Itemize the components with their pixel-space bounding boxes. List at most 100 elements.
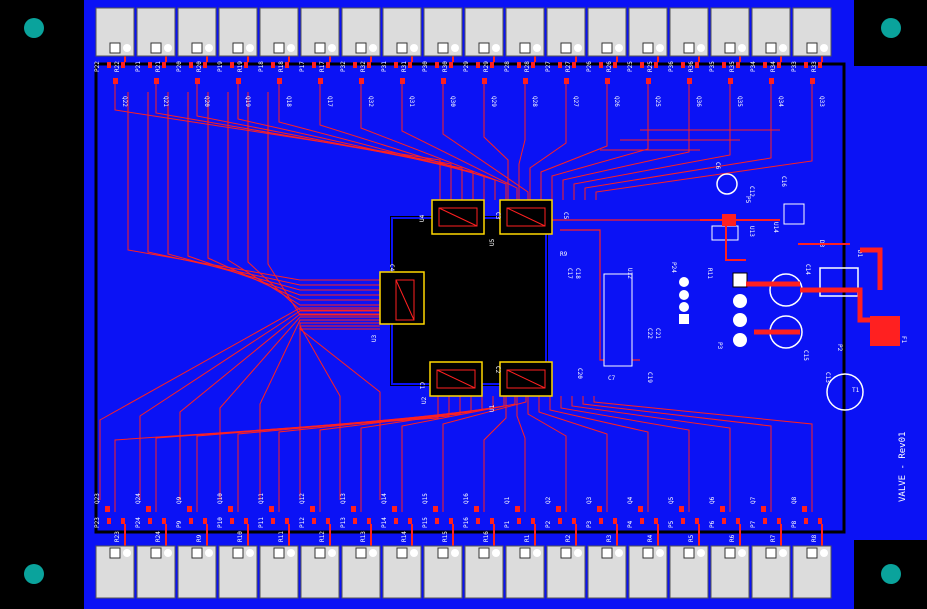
bottom-resistor-pad — [148, 518, 152, 524]
top-resistor-label: R21 — [155, 61, 162, 72]
ic-u14: U14 — [772, 203, 805, 233]
top-terminal-pad — [478, 42, 490, 54]
top-connector-label: P32 — [340, 61, 347, 72]
conn-p5: P5 — [744, 196, 751, 204]
top-resistor-pad — [148, 62, 152, 68]
top-resistor-pad — [285, 62, 289, 68]
top-resistor-pad — [476, 62, 480, 68]
conn-p24: P24 — [670, 262, 677, 273]
bottom-terminal-pad — [109, 547, 121, 559]
bottom-signal-trace — [401, 396, 516, 512]
top-connector-label: P36 — [668, 61, 675, 72]
bottom-resistor-pad — [326, 518, 330, 524]
power-trace-2 — [700, 219, 850, 261]
bottom-resistor-pad — [654, 518, 658, 524]
top-fet-label: Q26 — [613, 96, 620, 107]
top-signal-trace — [540, 84, 608, 200]
power-pad-4 — [733, 333, 747, 347]
ic-u2-label: U2 — [421, 396, 428, 404]
bottom-connector-label: P4 — [627, 520, 634, 528]
top-terminal-pad — [806, 42, 818, 54]
bottom-terminal-pin — [328, 549, 336, 557]
top-terminal-pad — [109, 42, 121, 54]
bottom-terminal-pad — [724, 547, 736, 559]
top-resistor-pad — [531, 62, 535, 68]
bottom-connector-label: P14 — [381, 517, 388, 528]
top-signal-trace — [237, 84, 474, 200]
ic-u5-label: U5 — [489, 238, 496, 246]
ic-u14-label: U14 — [772, 222, 779, 233]
top-connector-label: P19 — [217, 61, 224, 72]
bottom-connector-row: P23R23Q23P24R24Q24P9R9Q9P10R10Q10P11R11Q… — [94, 493, 832, 599]
bottom-fet-label: Q4 — [627, 496, 634, 504]
top-resistor-pad — [490, 62, 494, 68]
cap-c19: C19 — [646, 372, 653, 383]
top-signal-trace — [529, 84, 567, 200]
bottom-terminal-pad — [478, 547, 490, 559]
bottom-signal-trace — [483, 396, 507, 512]
top-fet-pad — [400, 78, 405, 84]
bottom-fet-label: Q5 — [668, 496, 675, 504]
top-terminal-pin — [697, 44, 705, 52]
bottom-signal-trace — [571, 396, 731, 512]
top-connector-label: P28 — [504, 61, 511, 72]
ic-u2: U2 — [421, 361, 483, 404]
bottom-resistor-pad — [271, 518, 275, 524]
bottom-resistor-pad — [572, 518, 576, 524]
bottom-terminal-pad — [355, 547, 367, 559]
bottom-terminal-pin — [820, 549, 828, 557]
top-fet-label: Q17 — [326, 96, 333, 107]
bottom-fet-pad — [146, 506, 151, 512]
bottom-connector-label: P16 — [463, 517, 470, 528]
top-signal-trace — [551, 84, 649, 200]
top-resistor-pad — [271, 62, 275, 68]
bottom-resistor-pad — [449, 518, 453, 524]
top-terminal-pin — [287, 44, 295, 52]
bottom-fet-pad — [474, 506, 479, 512]
u3-lower-trace — [219, 316, 380, 500]
bottom-fet-label: Q9 — [176, 496, 183, 504]
bottom-terminal-pin — [451, 549, 459, 557]
top-resistor-pad — [572, 62, 576, 68]
bottom-resistor-pad — [408, 518, 412, 524]
bottom-terminal-pin — [492, 549, 500, 557]
cap-c15: C15 — [802, 350, 809, 361]
cap-c5: C5 — [562, 212, 569, 220]
ic-u12: U12 — [603, 268, 633, 367]
bottom-connector-label: P8 — [791, 520, 798, 528]
bottom-fet-label: Q7 — [750, 496, 757, 504]
top-terminal-pin — [328, 44, 336, 52]
mount-hole-top-right — [881, 18, 901, 38]
bottom-terminal-pin — [615, 549, 623, 557]
top-signal-trace — [518, 84, 526, 200]
top-fet-label: Q28 — [531, 96, 538, 107]
bottom-fet-label: Q11 — [258, 493, 265, 504]
top-connector-label: P20 — [176, 61, 183, 72]
bottom-terminal-pad — [191, 547, 203, 559]
top-signal-trace — [319, 84, 496, 200]
top-fet-label: Q21 — [162, 96, 169, 107]
bottom-resistor-pad — [162, 518, 166, 524]
cap-c22: C22 — [646, 328, 653, 339]
bottom-terminal-pin — [533, 549, 541, 557]
res-r9: R9 — [560, 251, 568, 258]
bottom-connector-label: P1 — [504, 520, 511, 528]
bottom-resistor-pad — [312, 518, 316, 524]
bottom-resistor-pad — [394, 518, 398, 524]
bottom-resistor-label: R4 — [647, 534, 654, 542]
bottom-terminal-pad — [683, 547, 695, 559]
top-terminal-pin — [164, 44, 172, 52]
diode-d3-body — [819, 267, 859, 297]
bottom-terminal-pad — [232, 547, 244, 559]
header-pin-4 — [679, 314, 689, 324]
top-signal-trace — [562, 84, 690, 200]
bottom-terminal-pin — [656, 549, 664, 557]
top-terminal-pad — [683, 42, 695, 54]
bottom-terminal-pin — [246, 549, 254, 557]
bottom-fet-pad — [515, 506, 520, 512]
bottom-connector-label: P13 — [340, 517, 347, 528]
bottom-resistor-pad — [722, 518, 726, 524]
bottom-signal-trace — [237, 396, 472, 512]
top-terminal-pad — [273, 42, 285, 54]
